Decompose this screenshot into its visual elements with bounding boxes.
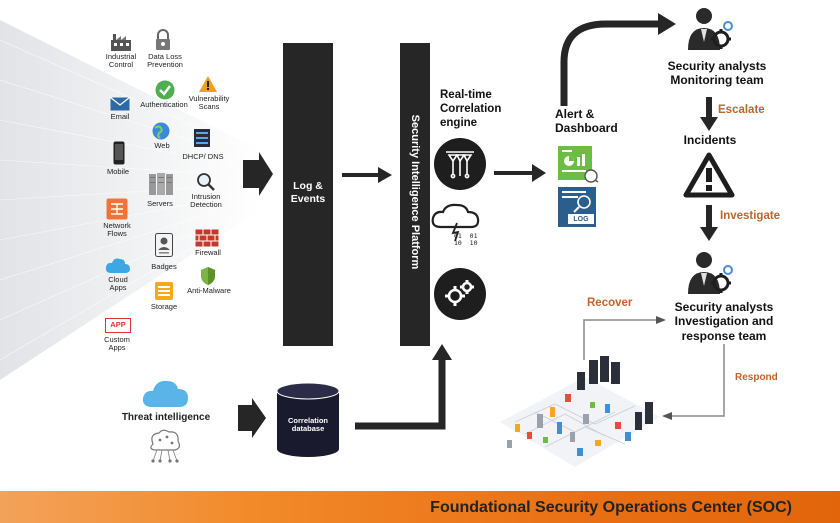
lock-icon <box>156 29 170 50</box>
source-label-dlp: Data Loss Prevention <box>147 52 183 69</box>
firewall-icon <box>195 229 219 247</box>
source-label-antimalware: Anti-Malware <box>187 286 231 295</box>
filter-funnel-icon <box>446 151 474 179</box>
log-events-label: Log & Events <box>290 180 326 206</box>
network-infrastructure-illustration <box>500 356 660 467</box>
alert-dashboard-label: Alert & Dashboard <box>555 107 618 136</box>
source-label-network: Network Flows <box>103 221 131 238</box>
log-document-icon <box>558 187 596 227</box>
source-label-mobile: Mobile <box>106 167 130 176</box>
gears-icon <box>445 280 474 306</box>
threat-intelligence-label: Threat intelligence <box>121 412 211 423</box>
magnifier-icon <box>197 173 215 191</box>
arrow-db-to-platform <box>355 344 452 430</box>
analyst-monitoring-icon <box>688 8 733 50</box>
incidents-label: Incidents <box>683 133 737 147</box>
footer-banner: Foundational Security Operations Center … <box>0 491 840 523</box>
source-label-dhcp: DHCP/ DNS <box>182 152 224 161</box>
analyst-investigation-icon <box>688 252 733 294</box>
arrow-escalate <box>700 97 718 131</box>
cloud-binary-icon <box>431 203 480 242</box>
arrow-sources-to-log <box>243 152 273 196</box>
arrow-threat-to-db <box>238 398 266 438</box>
source-label-storage: Storage <box>150 302 178 311</box>
correlation-database-label: Correlation database <box>287 416 328 433</box>
recover-label: Recover <box>587 297 633 309</box>
log-events-bar <box>283 43 333 346</box>
log-doc-text: LOG <box>573 216 589 223</box>
warning-icon <box>199 76 217 92</box>
arrow-alert-to-monitoring <box>560 13 676 106</box>
monitoring-team-label: Security analysts Monitoring team <box>667 59 767 88</box>
security-intelligence-platform-bar <box>400 43 430 346</box>
arrow-engine-to-alert <box>494 164 546 182</box>
checkmark-icon <box>155 80 175 100</box>
dns-icon <box>194 129 210 147</box>
arrow-recover <box>583 316 666 360</box>
server-icon <box>149 173 173 195</box>
investigation-team-label: Security analysts Investigation and resp… <box>674 300 774 343</box>
source-label-industrial: Industrial Control <box>105 52 137 69</box>
source-label-web: Web <box>154 141 170 150</box>
network-icon <box>106 198 128 220</box>
platform-label: Security Intelligence Platform <box>409 114 421 270</box>
shield-icon <box>201 267 215 285</box>
dashboard-chart-icon <box>558 146 599 183</box>
source-label-authentication: Authentication <box>140 100 188 109</box>
source-label-badges: Badges <box>151 262 177 271</box>
envelope-icon <box>110 97 130 111</box>
arrow-respond <box>662 344 725 420</box>
threat-cloud-icon <box>142 380 188 407</box>
source-label-vuln: Vulnerability Scans <box>188 94 230 111</box>
storage-icon <box>155 282 173 300</box>
arrow-log-to-platform <box>342 167 392 183</box>
source-label-email: Email <box>110 112 130 121</box>
escalate-label: Escalate <box>718 104 765 116</box>
source-label-servers: Servers <box>147 199 173 208</box>
brain-network-icon <box>150 429 181 463</box>
phone-icon <box>113 141 125 165</box>
source-label-intrusion: Intrusion Detection <box>190 192 222 209</box>
badge-icon <box>155 233 173 257</box>
arrow-investigate <box>700 205 718 241</box>
engine-label: Real-time Correlation engine <box>440 89 502 129</box>
source-label-cloud: Cloud Apps <box>108 275 128 292</box>
app-icon: APP <box>105 318 131 333</box>
respond-label: Respond <box>735 372 778 383</box>
globe-icon <box>152 122 170 140</box>
investigate-label: Investigate <box>720 210 781 222</box>
binary-text: 01 01 10 10 <box>454 232 478 247</box>
source-label-firewall: Firewall <box>195 248 221 257</box>
footer-title: Foundational Security Operations Center … <box>430 499 792 516</box>
factory-icon <box>111 34 131 51</box>
cloud-icon <box>105 258 130 273</box>
source-label-custom: Custom Apps <box>104 335 130 352</box>
correlation-database-icon <box>276 382 340 457</box>
incident-warning-icon <box>683 152 735 198</box>
